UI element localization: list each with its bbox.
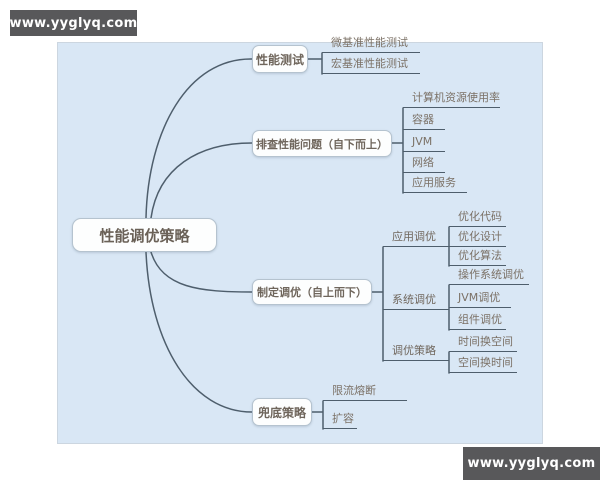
curve-root-to-branch2 — [150, 142, 253, 219]
root-branch-curves — [145, 58, 253, 413]
leaf-micro-benchmark-test[interactable]: 微基准性能测试 — [322, 33, 420, 53]
bracket-branch3 — [370, 246, 384, 362]
watermark-bottom-right: www.yyglyq.com — [463, 447, 600, 480]
subnode-application-tuning[interactable]: 应用调优 — [383, 227, 449, 247]
leaf-optimize-algorithm[interactable]: 优化算法 — [449, 246, 506, 266]
leaf-scale-out[interactable]: 扩容 — [323, 409, 357, 429]
leaf-space-for-time[interactable]: 空间换时间 — [449, 353, 517, 373]
bracket-branch4 — [310, 400, 324, 430]
leaf-optimize-design[interactable]: 优化设计 — [449, 227, 506, 247]
leaf-macro-benchmark-test[interactable]: 宏基准性能测试 — [322, 54, 420, 74]
curve-root-to-branch4 — [145, 251, 253, 413]
node-fallback-strategy[interactable]: 兜底策略 — [252, 398, 312, 426]
leaf-component-tuning[interactable]: 组件调优 — [449, 310, 506, 330]
leaf-time-for-space[interactable]: 时间换空间 — [449, 332, 517, 352]
leaf-rate-limit-circuit-break[interactable]: 限流熔断 — [323, 381, 407, 401]
node-formulate-tuning-top-down[interactable]: 制定调优（自上而下） — [252, 279, 372, 305]
watermark-top-left: www.yyglyq.com — [10, 10, 137, 36]
node-troubleshoot-bottom-up[interactable]: 排查性能问题（自下而上） — [252, 130, 392, 157]
node-root[interactable]: 性能调优策略 — [72, 218, 217, 252]
curve-root-to-branch1 — [145, 58, 253, 219]
bracket-branch1 — [306, 52, 323, 75]
leaf-container[interactable]: 容器 — [403, 110, 445, 130]
leaf-computer-resource-usage[interactable]: 计算机资源使用率 — [403, 88, 500, 108]
subnode-system-tuning[interactable]: 系统调优 — [383, 290, 449, 310]
bracket-branch2 — [390, 107, 404, 194]
leaf-jvm-tuning[interactable]: JVM调优 — [449, 288, 511, 308]
curve-root-to-branch3 — [150, 251, 253, 293]
leaf-optimize-code[interactable]: 优化代码 — [449, 207, 506, 227]
leaf-application-service[interactable]: 应用服务 — [403, 173, 467, 193]
node-performance-test[interactable]: 性能测试 — [252, 45, 308, 73]
branch-brackets — [306, 52, 450, 430]
leaf-network[interactable]: 网络 — [403, 153, 445, 173]
leaf-jvm[interactable]: JVM — [403, 132, 445, 152]
leaf-os-tuning[interactable]: 操作系统调优 — [449, 265, 529, 285]
subnode-tuning-strategy[interactable]: 调优策略 — [383, 341, 449, 361]
